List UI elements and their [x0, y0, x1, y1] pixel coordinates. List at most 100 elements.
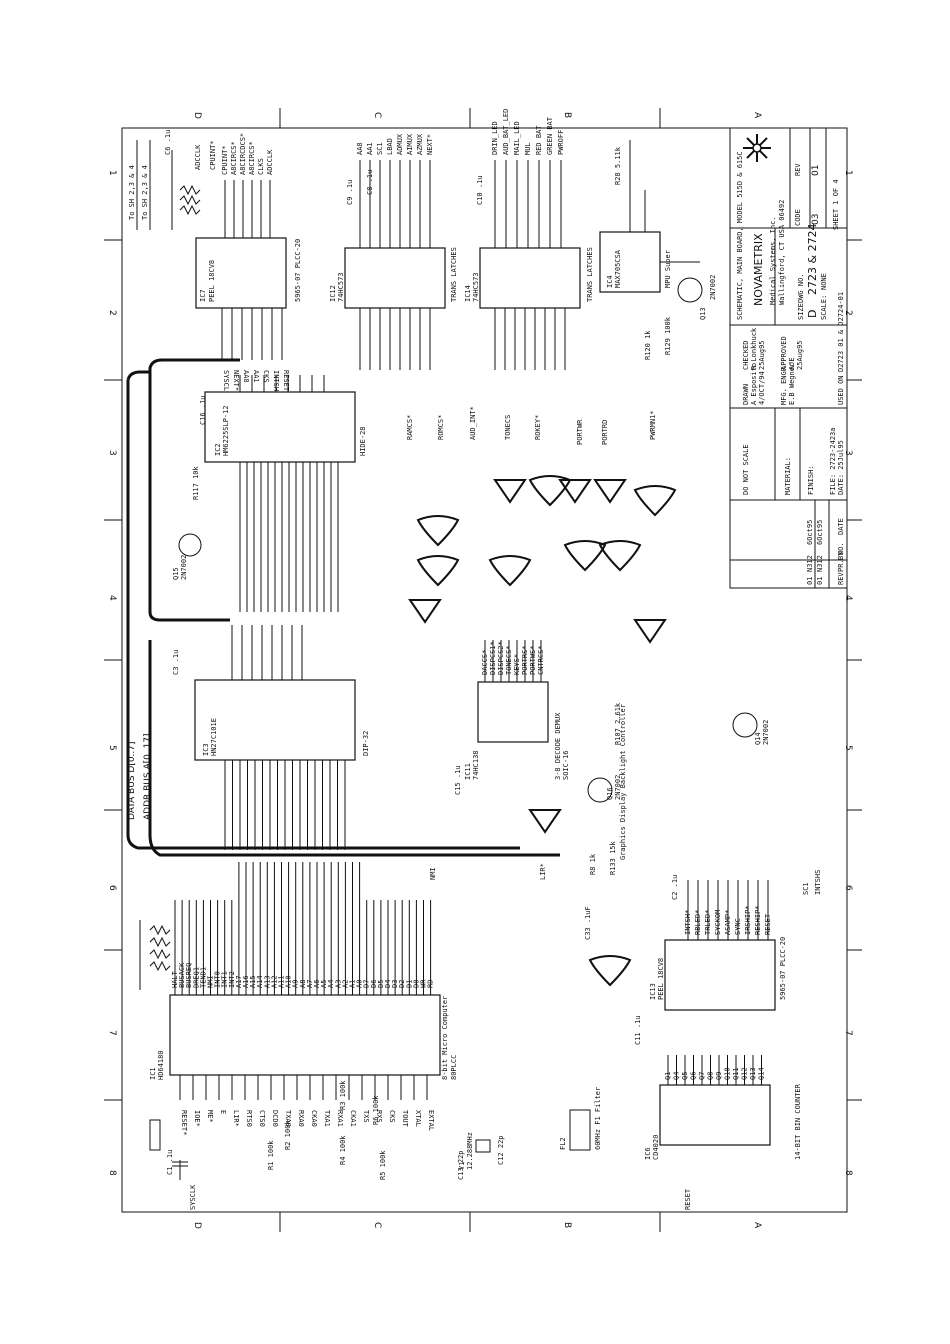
row-number-right: 7 — [843, 1030, 853, 1036]
ic12-out-pin-label: AZMUX — [416, 133, 424, 155]
ic1-body — [169, 994, 441, 1076]
approved-value: AJE — [788, 357, 796, 370]
ic11-out-pin-label: DACCS* — [481, 650, 489, 675]
ic1-right-pin-label: TEND1 — [199, 967, 207, 988]
ic3-body — [194, 679, 356, 761]
rev-header-cell: PR. NO. — [837, 542, 845, 572]
ic13-ref: IC13 — [649, 983, 657, 1000]
ic1-left-pin-label: TOUT — [401, 1110, 409, 1128]
q16-part: 2N7002 — [614, 775, 622, 800]
ic1-right-pin-label: INT0 — [214, 971, 222, 988]
checked-label: CHECKED — [742, 340, 750, 370]
row-number-right: 2 — [843, 310, 853, 316]
rev-value: 01 — [811, 165, 821, 176]
ic12-ref: IC12 — [329, 285, 337, 302]
logic-gates — [408, 475, 677, 987]
ic1-right-pin-label: A1 — [349, 980, 357, 988]
company-name: NOVAMETRIX — [752, 233, 765, 306]
passive-label: R120 1k — [644, 330, 652, 360]
data-bus — [126, 370, 520, 850]
passive-label: R28 5.11k — [614, 146, 622, 185]
ic1-right-pin-label: A2 — [341, 980, 349, 988]
signal-label: RESET — [684, 1188, 692, 1210]
ic7-pkg: 5965-07 PLCC-20 — [294, 239, 302, 302]
ic2-body — [204, 391, 356, 463]
ic12-part: 74HC573 — [337, 272, 345, 302]
rev-table-cell: 6Oct95 — [806, 520, 814, 545]
ic7-in-pin-label: RESET — [282, 370, 290, 392]
ic13-out-pin-label: RBLED* — [694, 910, 702, 935]
passive-label: C10 .1u — [476, 175, 484, 205]
scale-value: NONE — [820, 273, 828, 290]
ic7-out-pin-label: CLKS — [257, 158, 265, 175]
row-number-left: 7 — [107, 1030, 117, 1036]
ic13-out-pin-label: RESET — [764, 913, 772, 935]
passive-label: R1 100k — [267, 1140, 275, 1170]
column-letter-top: A — [752, 112, 762, 119]
novametrix-logo — [743, 134, 771, 162]
ic1-left-pin-label: DCD0 — [271, 1110, 279, 1127]
ic11-out-pin-label: TONECS* — [505, 645, 513, 675]
rev-table-cell: 6Oct95 — [816, 520, 824, 545]
ic1-right-pin-label: A11 — [278, 975, 286, 988]
to-sheet-label-2: To SH 2,3 & 4 — [141, 165, 149, 220]
q15-symbol — [178, 533, 202, 557]
ic1-right-pin-label: D4 — [384, 980, 392, 988]
passive-label: C1 .1u — [166, 1150, 174, 1175]
ic13-part: PEEL 18CV8 — [657, 958, 665, 1000]
used-on-value: D2723 01 & D2724-01 — [837, 292, 845, 372]
ic11-pkg: SOIC-16 — [562, 750, 570, 780]
ic4-part: MAX705CSA — [614, 249, 622, 288]
drawn-value: A Esposito — [750, 363, 758, 405]
signal-label: PORTWR — [576, 419, 584, 445]
ic1-right-pin-label: D0 — [412, 980, 420, 988]
passive-label: R6 100k — [372, 1095, 380, 1125]
ic7-out-pin-label: A8CIRCS* — [230, 141, 238, 175]
ic6-label: 14-BIT BIN COUNTER — [794, 1083, 802, 1160]
signal-label: RAMCS* — [406, 415, 414, 440]
rev-table-cell: 01 — [816, 577, 824, 585]
ic1-right-pin-label: A9 — [292, 980, 300, 988]
ic1-left-pin-label: RXA1 — [336, 1110, 344, 1127]
passive-label: R107 2.61k — [614, 702, 622, 745]
ic1-pullups — [139, 920, 171, 990]
ic7-in-pin-label: CKS — [262, 370, 270, 383]
ic11-label: 3-8 DECODE DEMUX — [554, 712, 562, 780]
signal-label: LIR* — [539, 863, 547, 880]
ic1-left-pin-label: TXA1 — [323, 1110, 331, 1127]
q14-ref: Q14 — [754, 732, 762, 745]
ic1-right-pin-label: BUSREQ — [185, 963, 193, 988]
passive-label: R133 15k — [609, 840, 617, 875]
ic1-right-pin-label: D2 — [398, 980, 406, 988]
ic3-pins — [224, 625, 346, 850]
ic1-left-pin-label: RESET* — [180, 1110, 188, 1135]
ic7-pullups — [171, 150, 201, 230]
ic14-out-pin-label: PWROFF — [557, 130, 565, 155]
ic13-out-pin-label: SYCKOM — [714, 910, 722, 935]
row-number-right: 1 — [843, 170, 853, 176]
company-addr: Wallingford, CT USA 06492 — [778, 200, 786, 305]
ic2-ref: IC2 — [214, 443, 222, 456]
ic1-right-pin-label: D1 — [405, 980, 413, 988]
ic1-right-pin-label: WR — [420, 979, 428, 988]
row-number-right: 8 — [843, 1170, 853, 1176]
passive-label: C6 .1u — [164, 130, 172, 155]
dwg-no: 2723 & 2724 — [806, 223, 819, 295]
column-letter-bottom: A — [752, 1222, 762, 1229]
ic7-out-pin-label: ADCCLK — [266, 149, 274, 175]
ic1-right-pin-label: A16 — [242, 975, 250, 988]
ic3-ref: IC3 — [202, 743, 210, 756]
ic7-ref: IC7 — [199, 289, 207, 302]
display-note: Graphics Display Backlight Controller — [619, 704, 627, 860]
row-number-left: 3 — [107, 450, 117, 456]
to-sheet-label-1: To SH 2,3 & 4 — [128, 165, 136, 220]
ic6-out-pin-label: Q10 — [724, 1067, 732, 1080]
ic1-right-pin-label: NMI — [207, 975, 215, 988]
ic13-body — [664, 939, 776, 1011]
size-label: SIZE — [797, 303, 805, 320]
passive-label: C12 22p — [497, 1135, 505, 1165]
ic6-out-pin-label: Q5 — [681, 1072, 689, 1080]
